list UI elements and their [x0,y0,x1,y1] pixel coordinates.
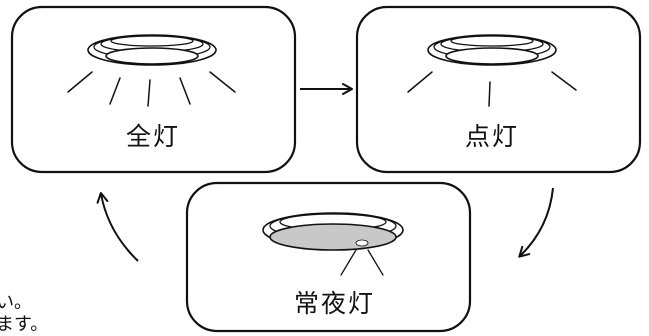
night-bulb-spot [355,239,369,247]
state-box-lit [355,5,642,174]
arrow-icon [96,192,139,262]
ceiling-light-icon [87,34,217,66]
ceiling-light-icon [427,34,557,66]
cutoff-text-line-1: い。 [0,292,32,313]
state-label-night: 常夜灯 [294,289,376,318]
state-label-full: 全灯 [126,122,181,151]
night-light-rays-icon [340,249,384,276]
ceiling-light-night-icon [262,212,404,251]
state-box-night [185,181,472,333]
cutoff-text-line-2: ます。 [0,314,49,335]
light-rays-icon [67,71,236,107]
state-box-full [10,5,297,174]
light-rays-icon [407,71,577,107]
state-label-lit: 点灯 [465,122,520,151]
arrow-icon [518,187,554,258]
